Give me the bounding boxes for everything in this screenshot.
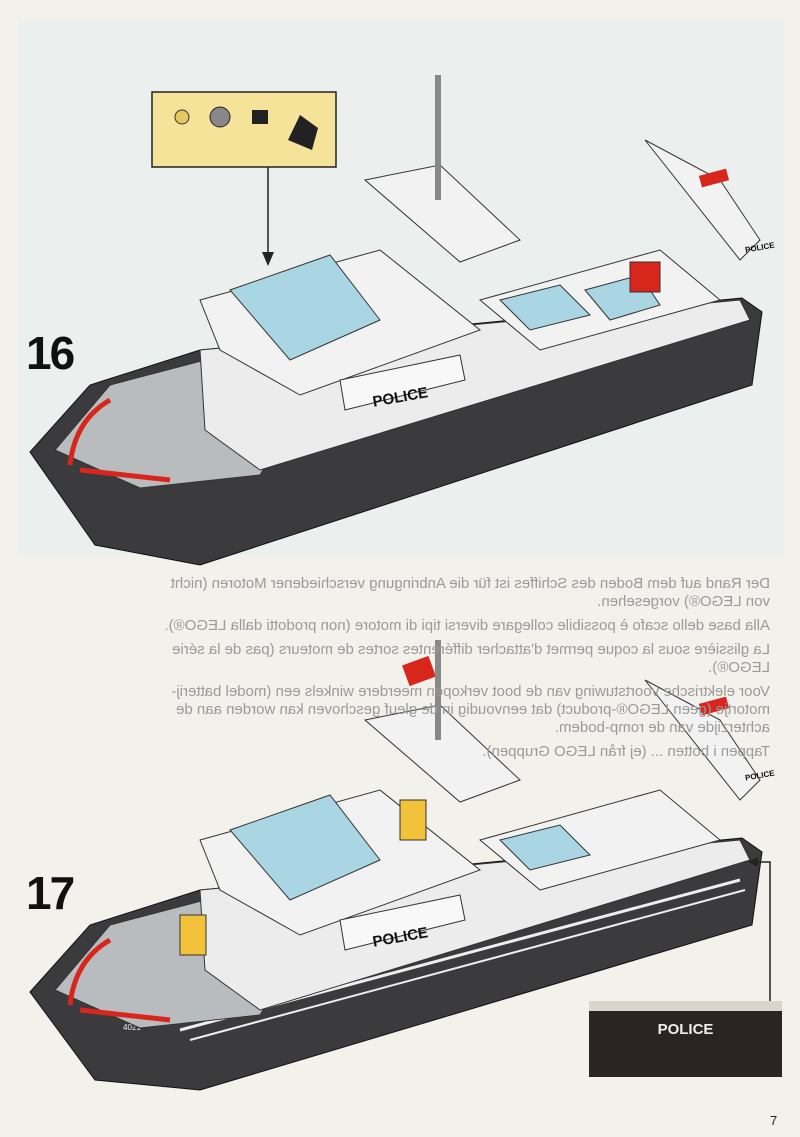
inset-arrow [758,861,771,1001]
windows [229,794,381,901]
part-clip [252,110,268,124]
minifig [399,799,427,841]
part-stud [174,109,190,125]
detail-inset: POLICE [589,1001,782,1077]
railing [67,397,112,466]
railing [67,937,112,1006]
boat-step-17: 4021 POLICE POLICE [29,640,776,1091]
part-slope [288,115,318,150]
hull-number: 4021 [123,1023,141,1032]
boat-step-16: POLICE POLICE [29,75,776,566]
windows [229,254,381,361]
step-number: 16 [26,327,75,379]
part-dish [209,106,231,128]
page-number: 7 [770,1113,778,1128]
step-number: 17 [26,867,75,919]
minifig [179,914,207,956]
inset-police-label: POLICE [657,1021,714,1038]
